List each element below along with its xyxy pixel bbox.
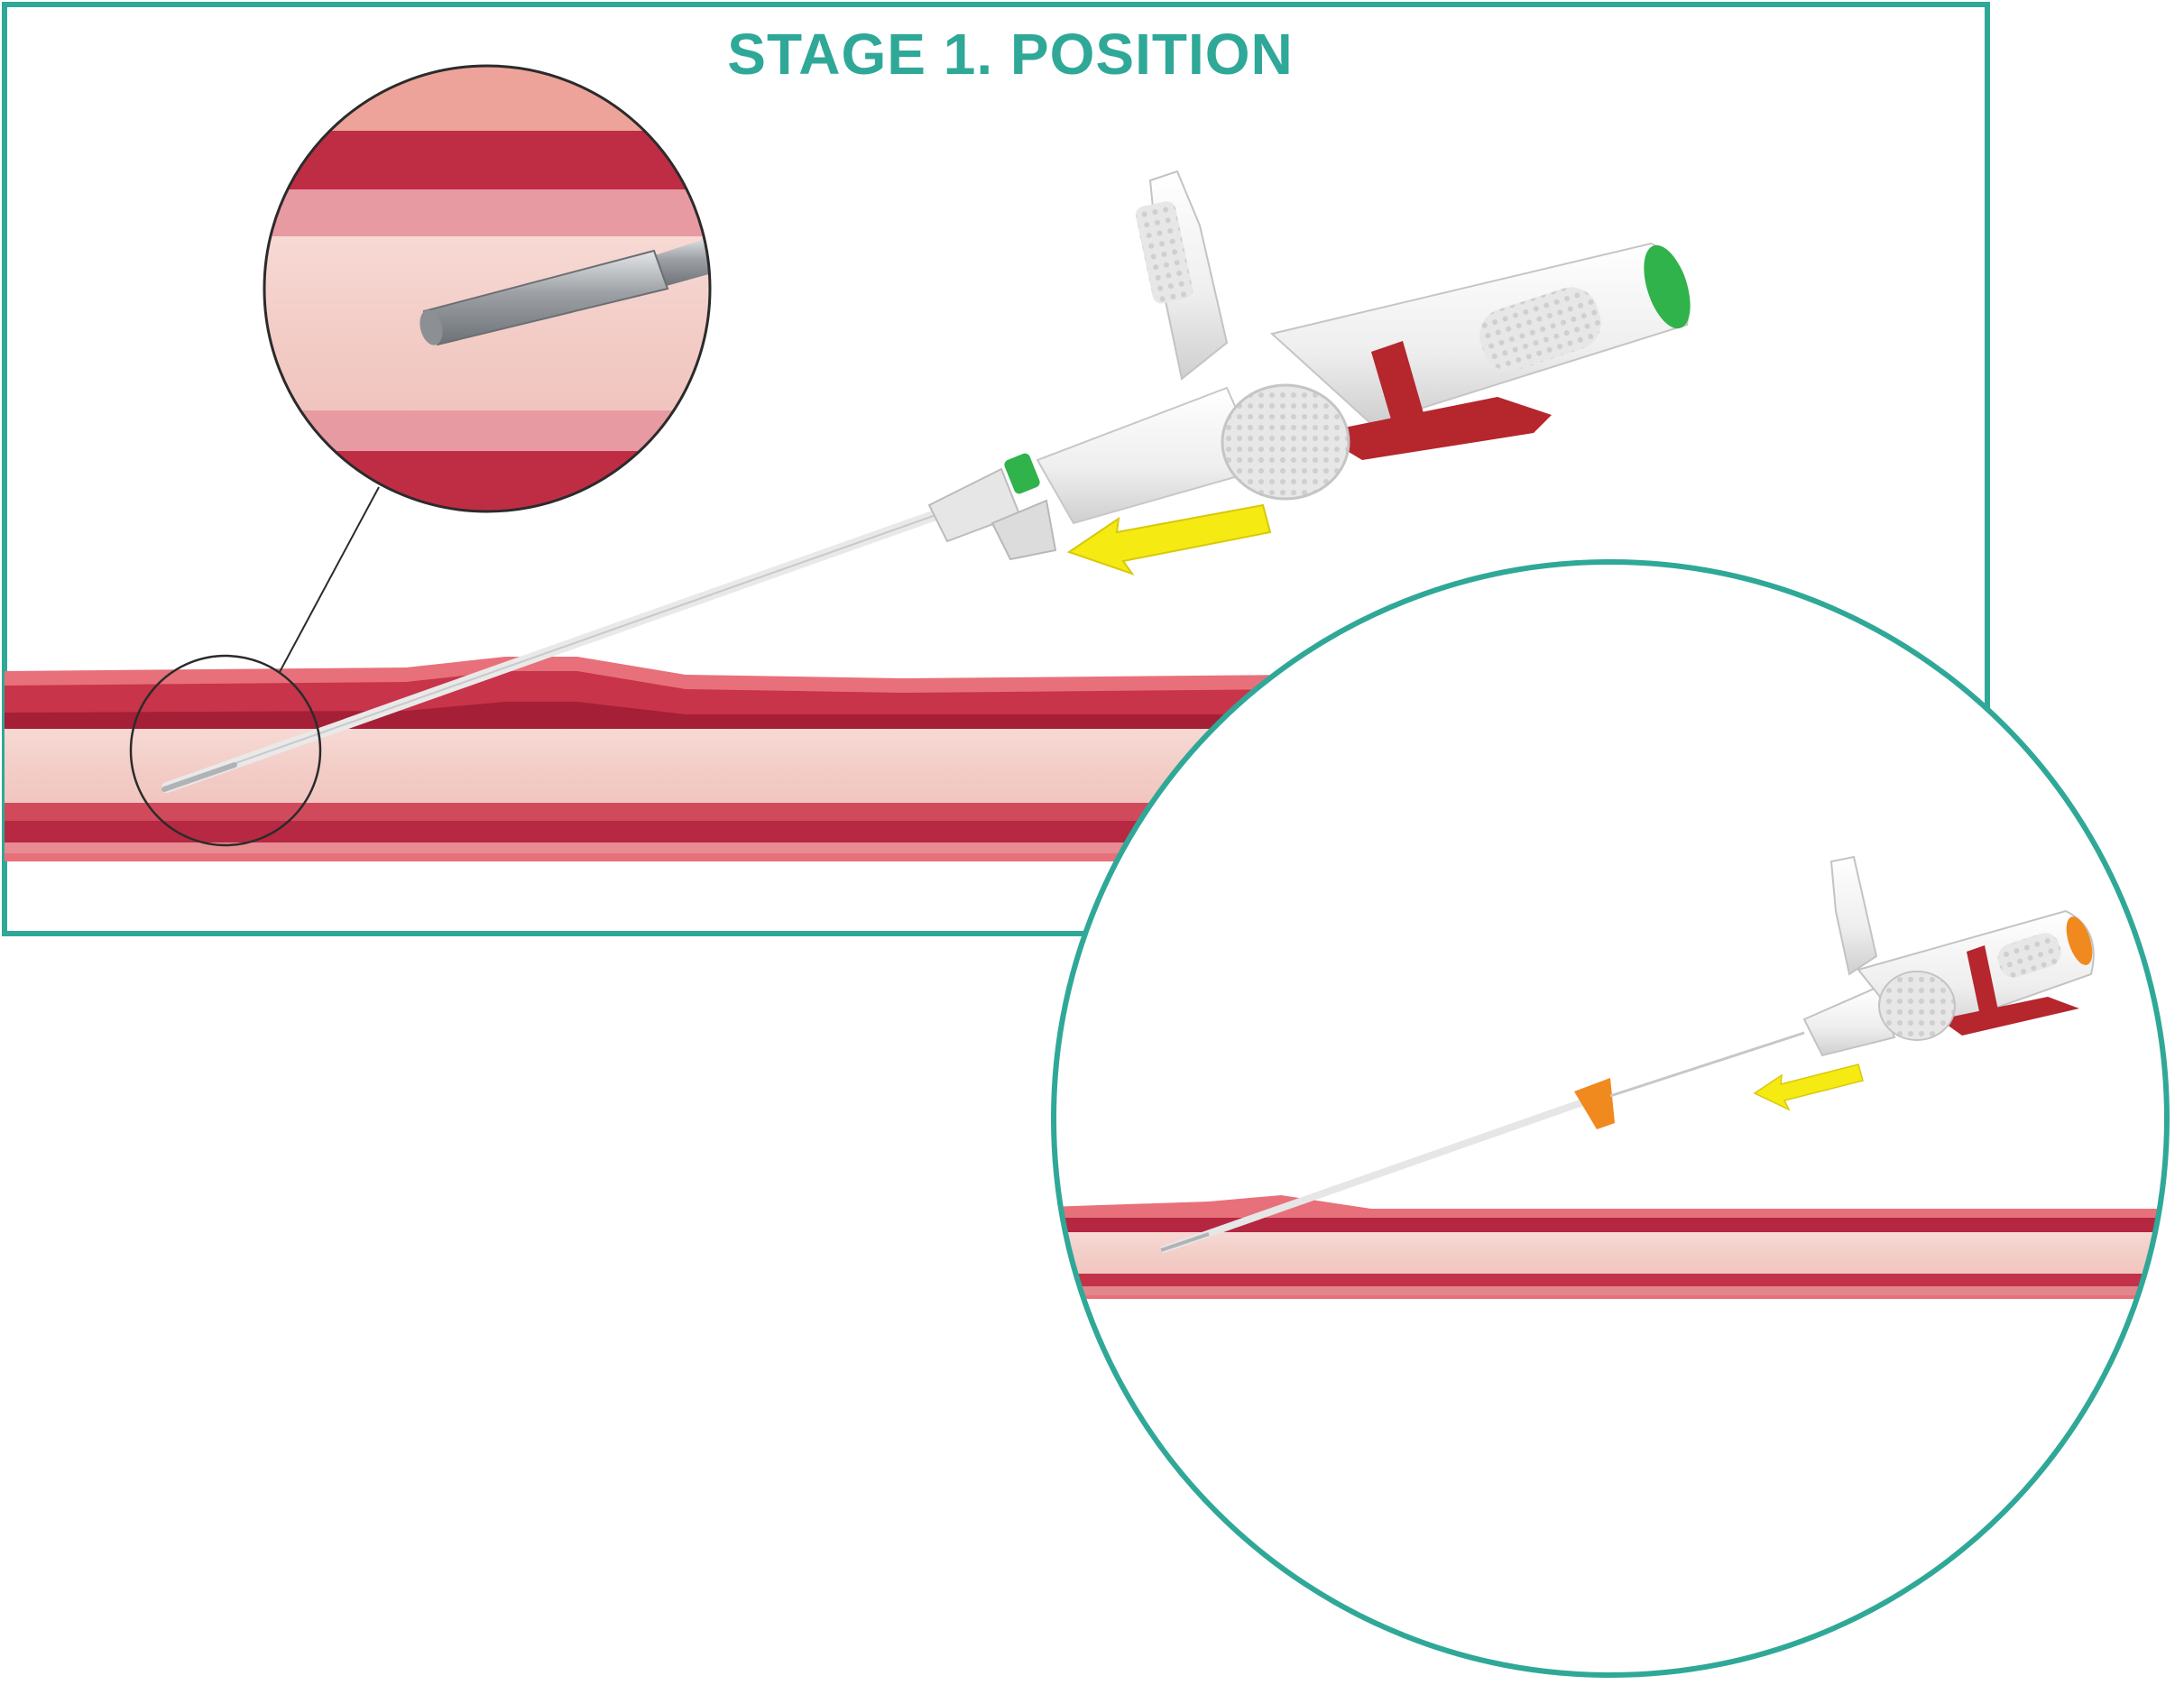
inset-device — [1802, 855, 2095, 1057]
inset-catheter — [1160, 1031, 1805, 1253]
stage-title: STAGE 1. POSITION — [727, 22, 1294, 87]
main-blood-vessel — [5, 657, 1299, 861]
control-wheel — [1221, 383, 1350, 501]
inset-view — [1051, 559, 2170, 1678]
zoomed-needle-tip — [419, 236, 710, 346]
main-direction-arrow — [1066, 503, 1272, 575]
inset-circle-frame — [1051, 559, 2170, 1678]
main-panel-frame — [2, 2, 1990, 936]
inset-blood-vessel — [1054, 1195, 2167, 1299]
inset-direction-arrow — [1753, 1063, 1864, 1111]
zoom-callout — [129, 486, 380, 847]
main-device — [927, 170, 1691, 561]
main-catheter — [161, 509, 944, 793]
zoom-magnifier — [263, 64, 712, 513]
green-collar — [1004, 453, 1040, 494]
